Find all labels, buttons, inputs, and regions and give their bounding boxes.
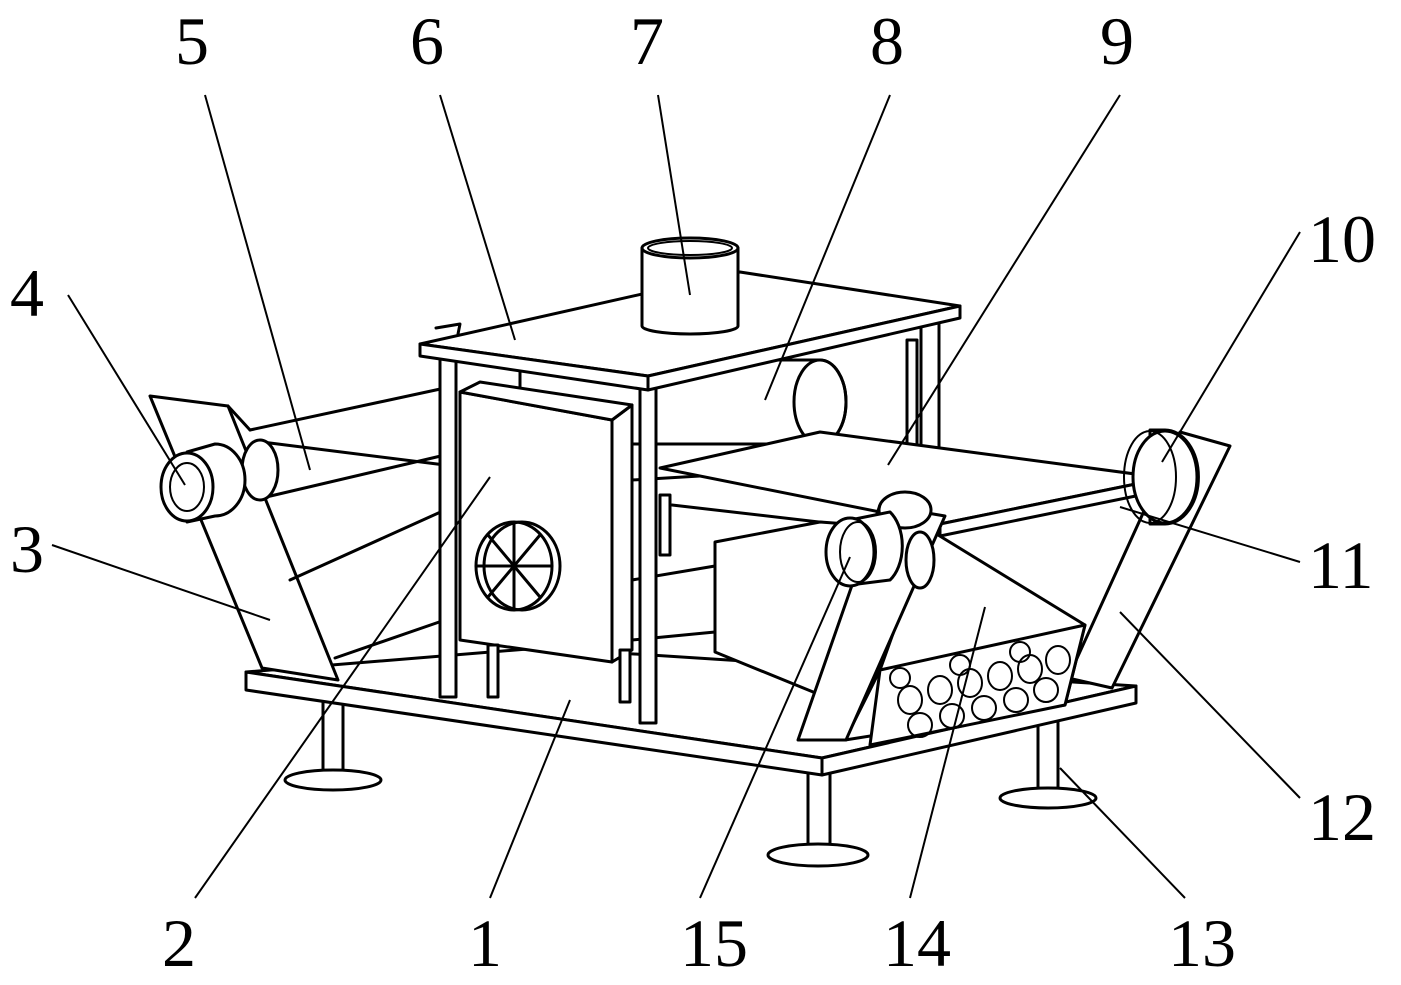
label-3: 3 xyxy=(10,511,44,587)
label-12: 12 xyxy=(1308,779,1376,855)
label-1: 1 xyxy=(468,905,502,981)
label-10: 10 xyxy=(1308,201,1376,277)
leg-front-center xyxy=(768,772,868,866)
left-side-frame xyxy=(150,396,338,680)
label-4: 4 xyxy=(10,255,44,331)
label-14: 14 xyxy=(883,905,951,981)
label-11: 11 xyxy=(1308,527,1373,603)
leg-right xyxy=(1000,720,1096,808)
label-7: 7 xyxy=(630,3,664,79)
label-5: 5 xyxy=(175,3,209,79)
leg-front-left xyxy=(285,700,381,790)
right-roller xyxy=(1124,430,1198,524)
label-9: 9 xyxy=(1100,3,1134,79)
label-6: 6 xyxy=(410,3,444,79)
label-8: 8 xyxy=(870,3,904,79)
label-13: 13 xyxy=(1168,905,1236,981)
label-15: 15 xyxy=(680,905,748,981)
label-2: 2 xyxy=(162,905,196,981)
top-inlet-cylinder xyxy=(642,238,738,334)
